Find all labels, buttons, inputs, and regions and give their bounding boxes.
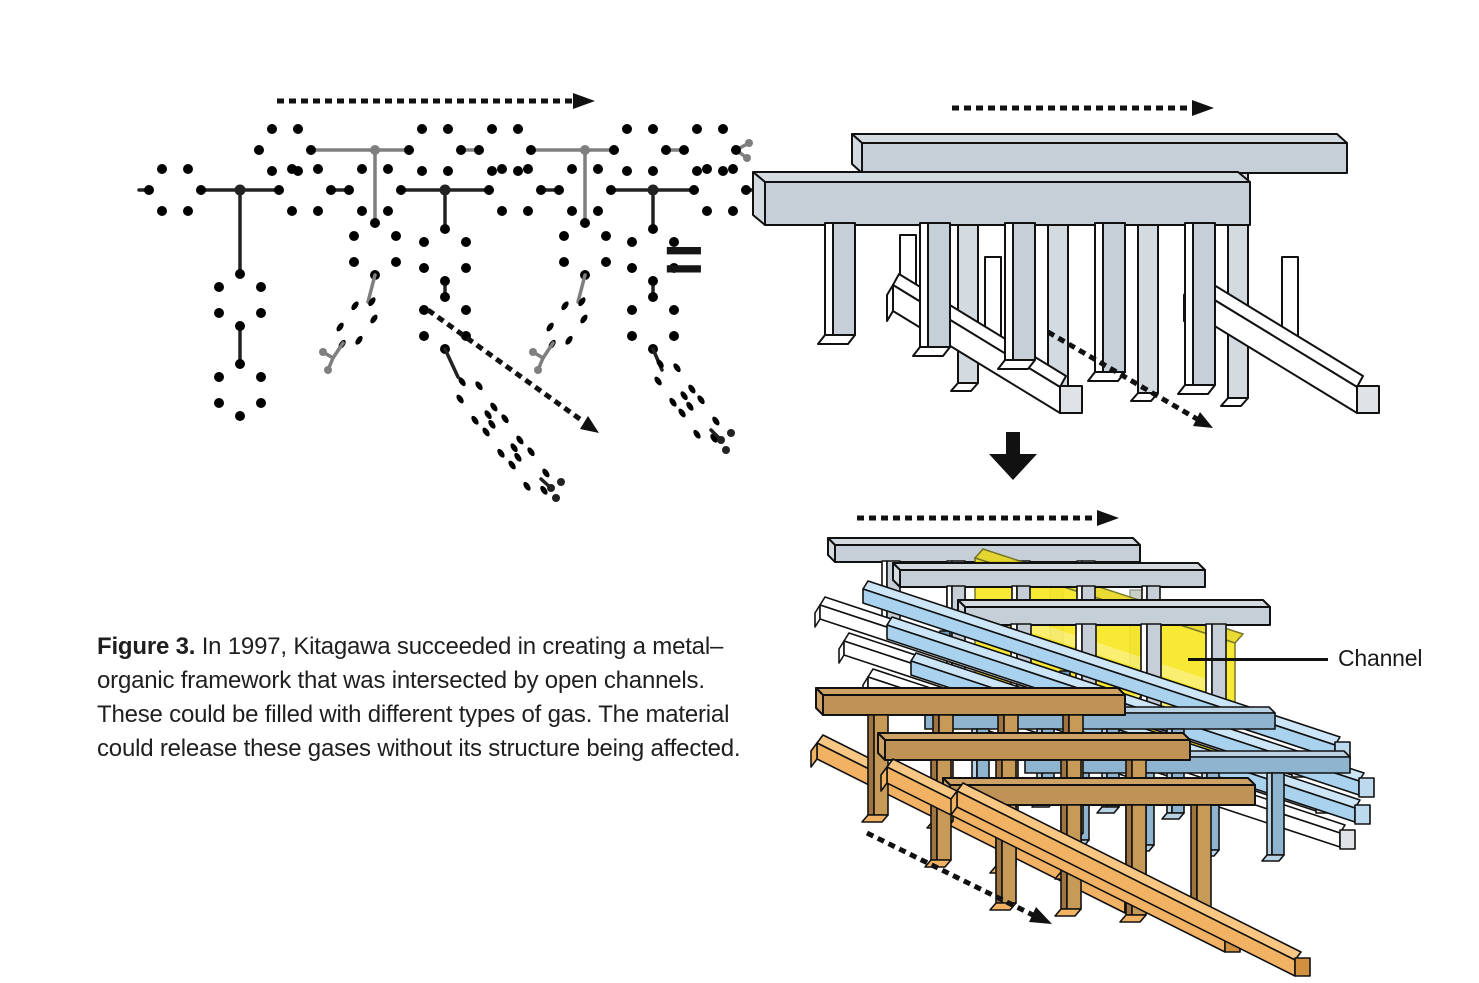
equals-sign: = [664,221,704,297]
channel-callout-line [1188,658,1328,661]
polymer-chain-back [254,124,753,374]
comb-framework-diagram [752,100,1380,428]
framework-stacking-arrow [865,830,1052,924]
molecular-structure-diagram [137,93,755,503]
chain-direction-arrow [277,93,595,109]
comb-stacking-arrow [1046,329,1213,428]
figure-caption: Figure 3. In 1997, Kitagawa succeeded in… [97,630,745,766]
figure-caption-label: Figure 3. [97,633,196,660]
down-arrow-icon [989,432,1037,480]
stacking-direction-arrow [426,307,599,433]
comb-direction-arrow [952,100,1214,116]
framework-direction-arrow [857,510,1119,526]
stacked-framework-diagram [810,510,1375,977]
figure-caption-text: In 1997, Kitagawa succeeded in creating … [97,633,741,762]
orange-diagonal-comb-3 [950,782,1311,977]
polymer-chain-front [137,164,755,503]
channel-label: Channel [1338,645,1423,671]
